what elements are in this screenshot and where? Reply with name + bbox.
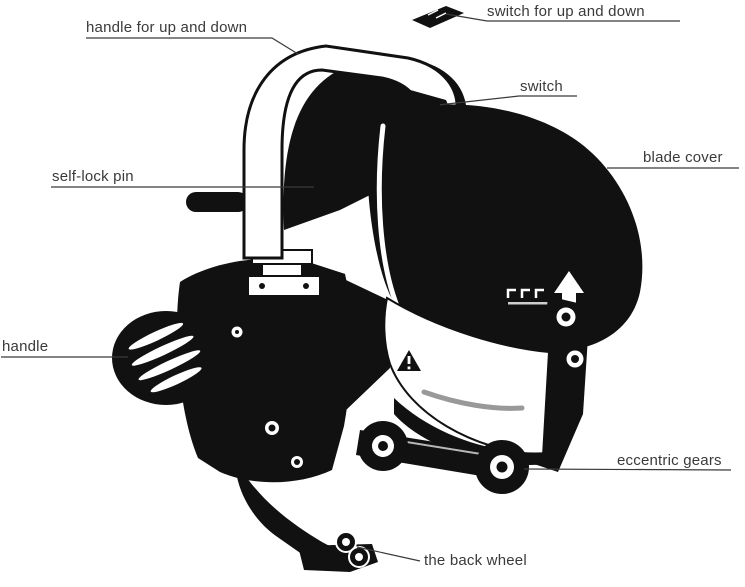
label-blade-cover: blade cover bbox=[643, 149, 723, 166]
leader-back-wheel bbox=[356, 546, 421, 562]
label-back-wheel: the back wheel bbox=[424, 552, 527, 569]
back-wheel-shape bbox=[335, 531, 370, 568]
blade-cover-marks bbox=[506, 288, 552, 305]
base-arm bbox=[236, 468, 352, 569]
leader-switch bbox=[437, 95, 577, 106]
label-self-lock-pin: self-lock pin bbox=[52, 168, 134, 185]
motor-housing bbox=[176, 258, 352, 483]
label-switch: switch bbox=[520, 78, 563, 95]
leader-lines bbox=[1, 13, 739, 562]
up-arrow-icon bbox=[554, 271, 584, 308]
pivot-bolts bbox=[265, 421, 303, 468]
leader-switch-up-down bbox=[445, 13, 680, 22]
label-eccentric-gears: eccentric gears bbox=[617, 452, 722, 469]
leader-eccentric-gears bbox=[523, 468, 732, 471]
label-handle-up-down: handle for up and down bbox=[86, 19, 248, 36]
knob-handle-shape bbox=[112, 311, 259, 405]
label-switch-up-down: switch for up and down bbox=[487, 3, 645, 20]
leader-switch-arrowhead bbox=[426, 100, 440, 112]
brand-logo-swoosh bbox=[421, 389, 525, 411]
body-blade-connector bbox=[308, 262, 390, 412]
blade-cover-highlight bbox=[376, 123, 400, 309]
self-lock-pin-shape bbox=[186, 192, 248, 212]
up-down-switch-shape bbox=[412, 6, 464, 28]
label-handle: handle bbox=[2, 338, 49, 355]
leader-handle-up-down bbox=[86, 37, 299, 55]
eccentric-gears-shape bbox=[356, 421, 529, 494]
machine-body bbox=[112, 6, 643, 572]
